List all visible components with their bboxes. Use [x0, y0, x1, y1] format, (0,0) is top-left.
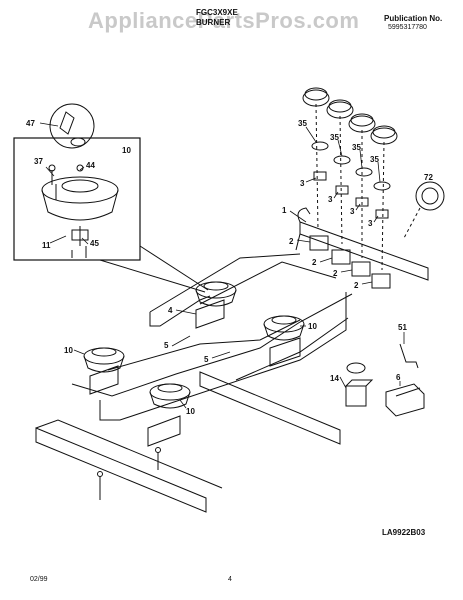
callout-3-a: 3 [300, 179, 305, 188]
callout-14: 14 [330, 374, 339, 383]
inset-leader [139, 245, 209, 291]
model-number: FGC3X9XE [196, 8, 238, 17]
control-knobs [302, 87, 398, 191]
gas-tubes [71, 253, 353, 421]
support-rails [35, 371, 341, 513]
callout-35-c: 35 [352, 143, 361, 152]
callout-72: 72 [424, 173, 433, 182]
burner-brackets [89, 299, 301, 447]
callout-3-d: 3 [368, 219, 373, 228]
callout-1: 1 [282, 206, 287, 215]
callout-51: 51 [398, 323, 407, 332]
callout-44: 44 [86, 161, 95, 170]
gas-manifold [295, 207, 429, 281]
callout-37: 37 [34, 157, 43, 166]
callout-10-c: 10 [186, 407, 195, 416]
callout-10-a: 10 [308, 322, 317, 331]
callout-2-d: 2 [354, 281, 359, 290]
callout-45: 45 [90, 239, 99, 248]
section-title: BURNER [196, 18, 231, 27]
callout-2-b: 2 [312, 258, 317, 267]
callout-3-c: 3 [350, 207, 355, 216]
callout-2-a: 2 [289, 237, 294, 246]
gas-valves [309, 235, 391, 289]
callout-35-d: 35 [370, 155, 379, 164]
publication-label: Publication No. [384, 14, 443, 23]
callout-2-c: 2 [333, 269, 338, 278]
revision-date: 02/99 [30, 576, 48, 583]
publication-number: 5995317780 [388, 24, 427, 31]
wire-harness [399, 343, 419, 369]
watermark: AppliancePartsPros.com [88, 8, 360, 33]
ignition-knob-72 [403, 181, 445, 239]
callout-11: 11 [42, 241, 51, 250]
page-number: 4 [228, 576, 232, 583]
valve-clips [313, 171, 389, 219]
inset-burner-base [41, 164, 119, 258]
callout-6: 6 [396, 373, 401, 382]
burners [83, 281, 305, 409]
callout-47: 47 [26, 119, 35, 128]
ignition-module [345, 362, 374, 407]
callout-5-b: 5 [204, 355, 209, 364]
screws [55, 184, 161, 500]
inset-cap-part [49, 103, 95, 149]
spark-switch [385, 383, 425, 417]
callout-leaders [39, 122, 405, 409]
inset-box [13, 137, 141, 261]
inset-label-10: 10 [122, 146, 131, 155]
callout-35-a: 35 [298, 119, 307, 128]
illustration-code: LA9922B03 [382, 528, 426, 537]
callout-5-a: 5 [164, 341, 169, 350]
callout-3-b: 3 [328, 195, 333, 204]
callout-35-b: 35 [330, 133, 339, 142]
callout-10-b: 10 [64, 346, 73, 355]
callout-4: 4 [168, 306, 173, 315]
inset-leader-2 [99, 259, 206, 293]
